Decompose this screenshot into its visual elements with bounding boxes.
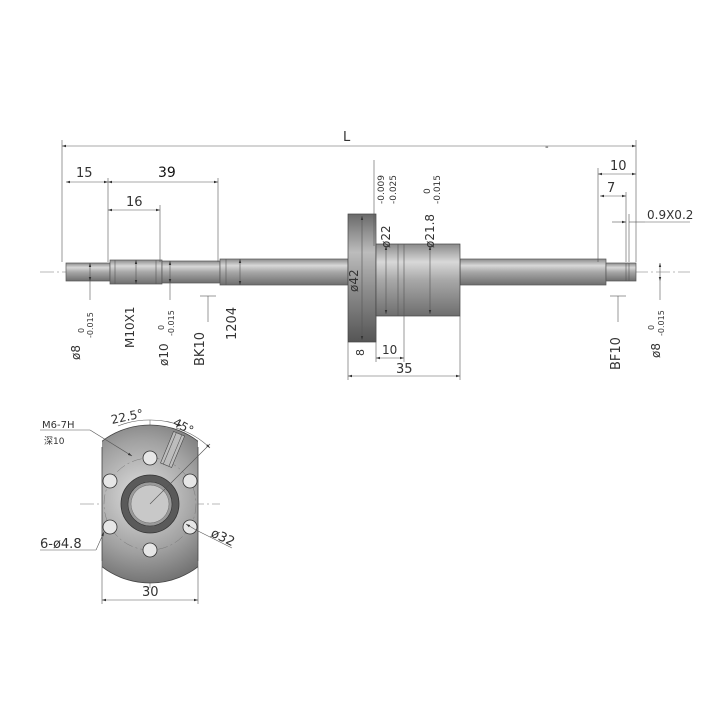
dim-1204: 1204 [225, 307, 240, 340]
dim-right-dia8-tol: 0 [647, 325, 656, 330]
mounting-hole [142, 450, 158, 466]
mounting-hole [182, 473, 198, 489]
mounting-hole [142, 542, 158, 558]
dim-nut-body-tol-lo: -0.025 [389, 175, 399, 204]
dim-nut-218-tol-hi: 0 [423, 188, 433, 194]
dim-right-10: 10 [610, 159, 627, 174]
dim-right-dia8-tol-lo: -0.015 [657, 310, 666, 336]
mounting-hole [102, 519, 118, 535]
dimensions-top: L - 15 39 16 10 7 0.9X0.2 ø22 -0.009 -0.… [61, 130, 693, 340]
dim-dia10: ø10 [157, 343, 171, 366]
thread-spec: M6-7H [42, 420, 74, 431]
thread-depth: 深10 [44, 436, 65, 447]
angle-22-5: 22.5° [110, 406, 145, 426]
holes-spec: 6-ø4.8 [40, 537, 82, 552]
dim-nut-218-tol-lo: -0.015 [433, 175, 443, 204]
dim-nut-35: 35 [396, 362, 413, 377]
screw-left-segment [219, 258, 349, 286]
dim-nut-218: ø21.8 [423, 214, 437, 248]
dim-dia10-tol: 0 [157, 325, 166, 330]
flange-front-view: 22.5° 45° M6-7H 深10 6-ø4.8 ø32 30 [40, 406, 237, 604]
dim-overall-length: L [343, 130, 351, 145]
mounting-holes [102, 450, 198, 558]
mounting-hole [182, 519, 198, 535]
left-end-journal [65, 262, 111, 282]
threaded-hole [160, 431, 186, 468]
pcd-dia: ø32 [208, 526, 237, 550]
dim-nut-10: 10 [382, 343, 397, 357]
nut-body [375, 243, 461, 317]
dim-left-dia8: ø8 [69, 345, 83, 360]
dim-39: 39 [158, 165, 176, 181]
dim-nut-body-dia: ø22 [379, 225, 393, 248]
dim-flange-dia: ø42 [347, 269, 361, 292]
dim-left-dia8-tol-lo: -0.015 [86, 312, 95, 338]
dim-nut-body-tol-hi: -0.009 [377, 175, 387, 204]
dim-bf10: BF10 [609, 337, 624, 370]
screw-right-segment [459, 258, 607, 286]
bearing-journal [161, 260, 221, 284]
mounting-hole [102, 473, 118, 489]
svg-text:-: - [545, 142, 549, 153]
dim-groove: 0.9X0.2 [647, 208, 693, 222]
dim-dia10-tol-lo: -0.015 [167, 310, 176, 336]
dim-right-7: 7 [607, 181, 615, 196]
dim-thread: M10X1 [123, 307, 137, 348]
dim-right-dia8: ø8 [649, 343, 663, 358]
dim-16: 16 [126, 195, 143, 210]
dim-bk10: BK10 [193, 332, 208, 366]
shaft-side-view [40, 213, 690, 343]
dim-flange-thickness: 8 [354, 349, 367, 356]
dimensions-bottom: ø8 0 -0.015 M10X1 ø10 0 -0.015 BK10 1204… [69, 259, 666, 380]
right-end-journal [605, 262, 637, 282]
dim-left-dia8-tol: 0 [77, 328, 86, 333]
dim-15: 15 [76, 166, 93, 181]
width-30: 30 [142, 585, 159, 600]
